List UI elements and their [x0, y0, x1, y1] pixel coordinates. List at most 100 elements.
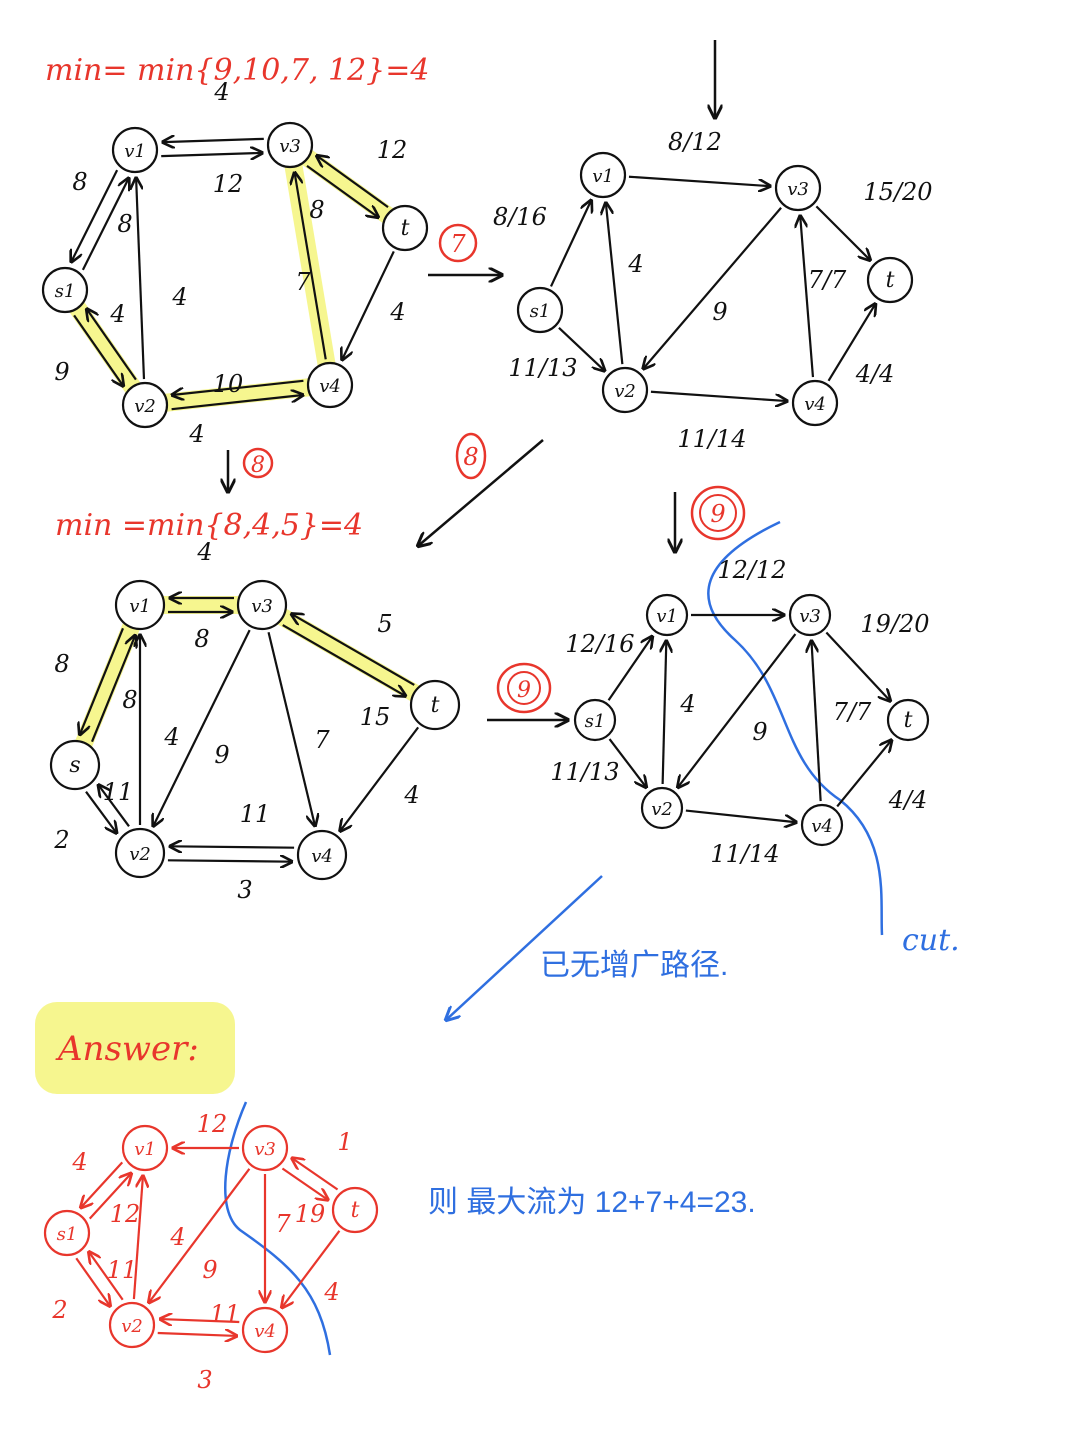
node-label: v4 [254, 1321, 276, 1342]
edge-v2-s [87, 309, 137, 381]
edge-v2-v1 [606, 203, 624, 365]
edge-v1-s [71, 169, 119, 262]
node-label: v3 [787, 179, 809, 200]
edge-v2-v4 [650, 390, 787, 401]
edge-s-v1 [607, 636, 653, 701]
node-t [886, 698, 930, 742]
edge-v3-t [825, 631, 890, 701]
edge-s-v1 [549, 200, 591, 287]
edge-capacity-label: 3 [197, 1366, 212, 1394]
edge-v3-t [281, 1167, 328, 1200]
node-label: v2 [651, 799, 673, 820]
node-label: s1 [585, 711, 606, 732]
edge-capacity-label: 11 [107, 1256, 138, 1284]
max-flow-result: 则 最大流为 12+7+4=23. [428, 1186, 756, 1219]
edge-capacity-label: 3 [237, 876, 252, 904]
edge-capacity-label: 4 [196, 538, 212, 566]
edge-v3-v4 [267, 631, 315, 826]
transition-arrows [228, 40, 715, 720]
edge-v4-v3 [295, 173, 327, 360]
node-s [43, 1209, 91, 1257]
node-v4 [800, 803, 844, 847]
edge-capacity-label: 4/4 [888, 786, 928, 814]
edge-s-v1 [81, 178, 129, 271]
no-augmenting-path-note: 已无增广路径. [540, 949, 728, 982]
edge-capacity-label: 12/12 [717, 556, 786, 584]
edge-capacity-label: 4 [163, 723, 179, 751]
edge-capacity-label: 4 [627, 250, 643, 278]
node-label: v1 [656, 606, 678, 627]
edge-v3-v2 [678, 633, 797, 787]
node-label: v3 [251, 596, 273, 617]
node-v1 [121, 1124, 169, 1172]
augmenting-path-highlight [253, 596, 444, 714]
edge-t-v4 [282, 1230, 341, 1308]
edge-capacity-label: 4 [169, 1223, 185, 1251]
node-label: v1 [134, 1139, 156, 1160]
cut-line-diagram4 [707, 520, 884, 936]
edge-v2-v1 [136, 178, 146, 380]
node-label: s1 [530, 301, 551, 322]
node-v3 [788, 593, 832, 637]
node-s [573, 698, 617, 742]
augmenting-path-highlight [66, 596, 149, 774]
min-formula-2: min =min{8,4,5}=4 [55, 508, 363, 543]
node-v1 [579, 151, 627, 199]
edge-capacity-label: 8 [194, 625, 209, 653]
node-label: t [904, 708, 913, 733]
step-marker-8b: 8 [455, 432, 487, 480]
edge-capacity-label: 10 [213, 370, 244, 398]
edge-capacity-label: 9 [214, 741, 229, 769]
cut-label: cut. [902, 923, 960, 958]
edge-capacity-label: 5 [377, 610, 392, 638]
node-label: t [886, 268, 895, 293]
edge-v3-v2 [153, 629, 251, 826]
augmenting-path-highlight [136, 376, 339, 414]
node-v2 [640, 786, 684, 830]
edge-v2-v4 [685, 809, 796, 823]
graph-flow-after-7: 8/168/1215/20497/74/411/1311/14s1v1v2v3v… [493, 128, 933, 453]
edge-t-v4 [340, 726, 420, 831]
edge-capacity-label: 15/20 [863, 178, 932, 206]
edge-capacity-label: 7/7 [808, 266, 847, 294]
edge-capacity-label: 9 [752, 718, 767, 746]
edge-capacity-label: 19 [295, 1200, 326, 1228]
edge-v4-t [836, 740, 891, 808]
min-formula-1: min= min{9,10,7, 12}=4 [45, 53, 429, 88]
edge-v4-v3 [811, 641, 822, 802]
edge-capacity-label: 8 [122, 686, 137, 714]
edge-v1-s [81, 1161, 124, 1207]
node-v4 [296, 829, 348, 881]
edge-capacity-label: 8/16 [493, 203, 547, 231]
edge-capacity-label: 15 [360, 703, 391, 731]
node-s [49, 739, 101, 791]
step-marker-8a: 8 [242, 447, 274, 479]
node-label: v1 [592, 166, 614, 187]
edge-v2-s [98, 785, 130, 827]
node-s [41, 266, 89, 314]
node-label: v2 [134, 396, 156, 417]
node-label: v4 [811, 816, 833, 837]
edge-s-v2 [608, 738, 647, 787]
edge-s-v2 [73, 314, 123, 386]
node-label: v3 [799, 606, 821, 627]
node-label: t [401, 216, 410, 241]
edge-v4-v2 [160, 1319, 240, 1322]
edge-capacity-label: 7/7 [833, 698, 872, 726]
node-v4 [241, 1306, 289, 1354]
node-v1 [114, 579, 166, 631]
edge-capacity-label: 8 [309, 196, 324, 224]
edge-t-v3 [291, 614, 415, 686]
node-label: v1 [129, 596, 151, 617]
edge-t-v4 [342, 250, 395, 359]
edge-v4-v3 [800, 216, 815, 378]
node-label: v3 [279, 136, 301, 157]
edge-capacity-label: 12 [110, 1200, 141, 1228]
svg-text:8: 8 [463, 443, 478, 471]
node-v3 [266, 121, 314, 169]
node-v1 [645, 593, 689, 637]
